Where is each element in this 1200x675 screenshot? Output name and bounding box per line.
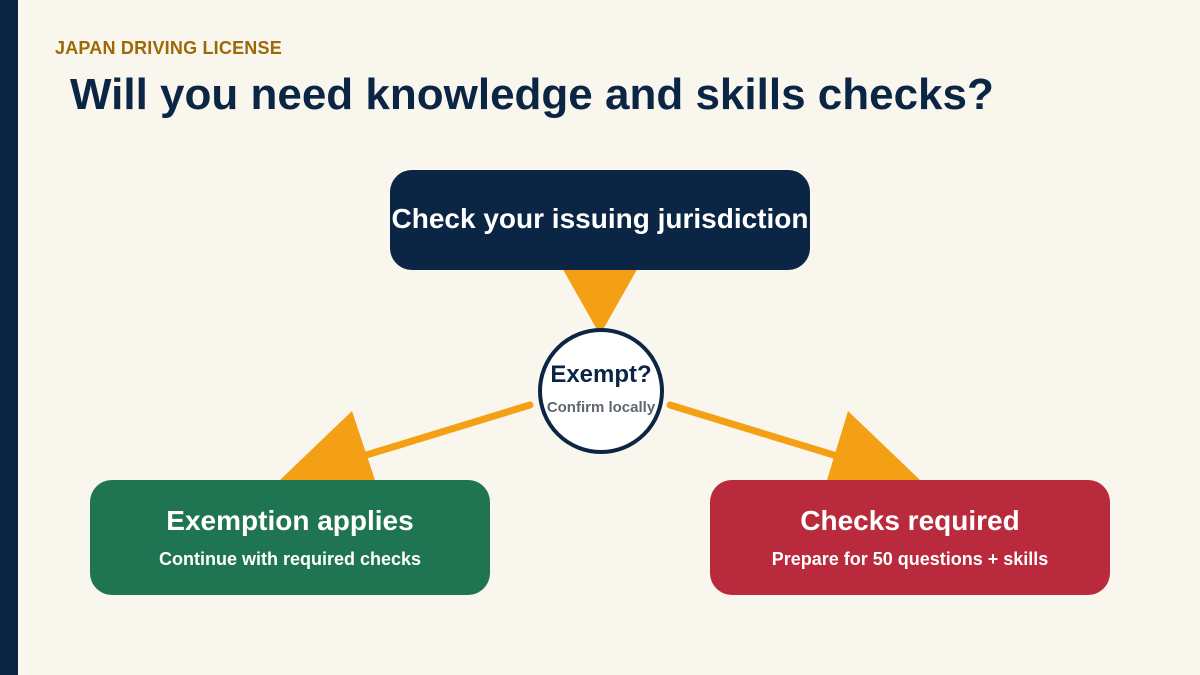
outcome-exemption-sublabel: Continue with required checks [158,549,422,569]
start-node-label: Check your issuing jurisdiction [391,203,809,234]
connector-left [346,401,534,464]
outcome-exemption-label: Exemption applies [166,505,414,536]
eyebrow-label: JAPAN DRIVING LICENSE [55,38,282,58]
outcome-checks-sublabel: Prepare for 50 questions + skills [771,549,1049,569]
page-title: Will you need knowledge and skills check… [70,70,994,119]
decision-node: Exempt? Confirm locally [538,328,664,454]
outcome-checks-required: Checks required Prepare for 50 questions… [710,480,1110,595]
decision-sublabel: Confirm locally [546,398,656,416]
start-node: Check your issuing jurisdiction [390,170,810,270]
outcome-exemption: Exemption applies Continue with required… [90,480,490,595]
decision-label: Exempt? [550,360,652,388]
arrow-to-decision [552,250,648,335]
arrowhead-left [280,411,375,480]
accent-bar [0,0,18,675]
outcome-checks-label: Checks required [800,505,1020,536]
connector-right [666,401,854,464]
arrowhead-right [827,411,920,480]
